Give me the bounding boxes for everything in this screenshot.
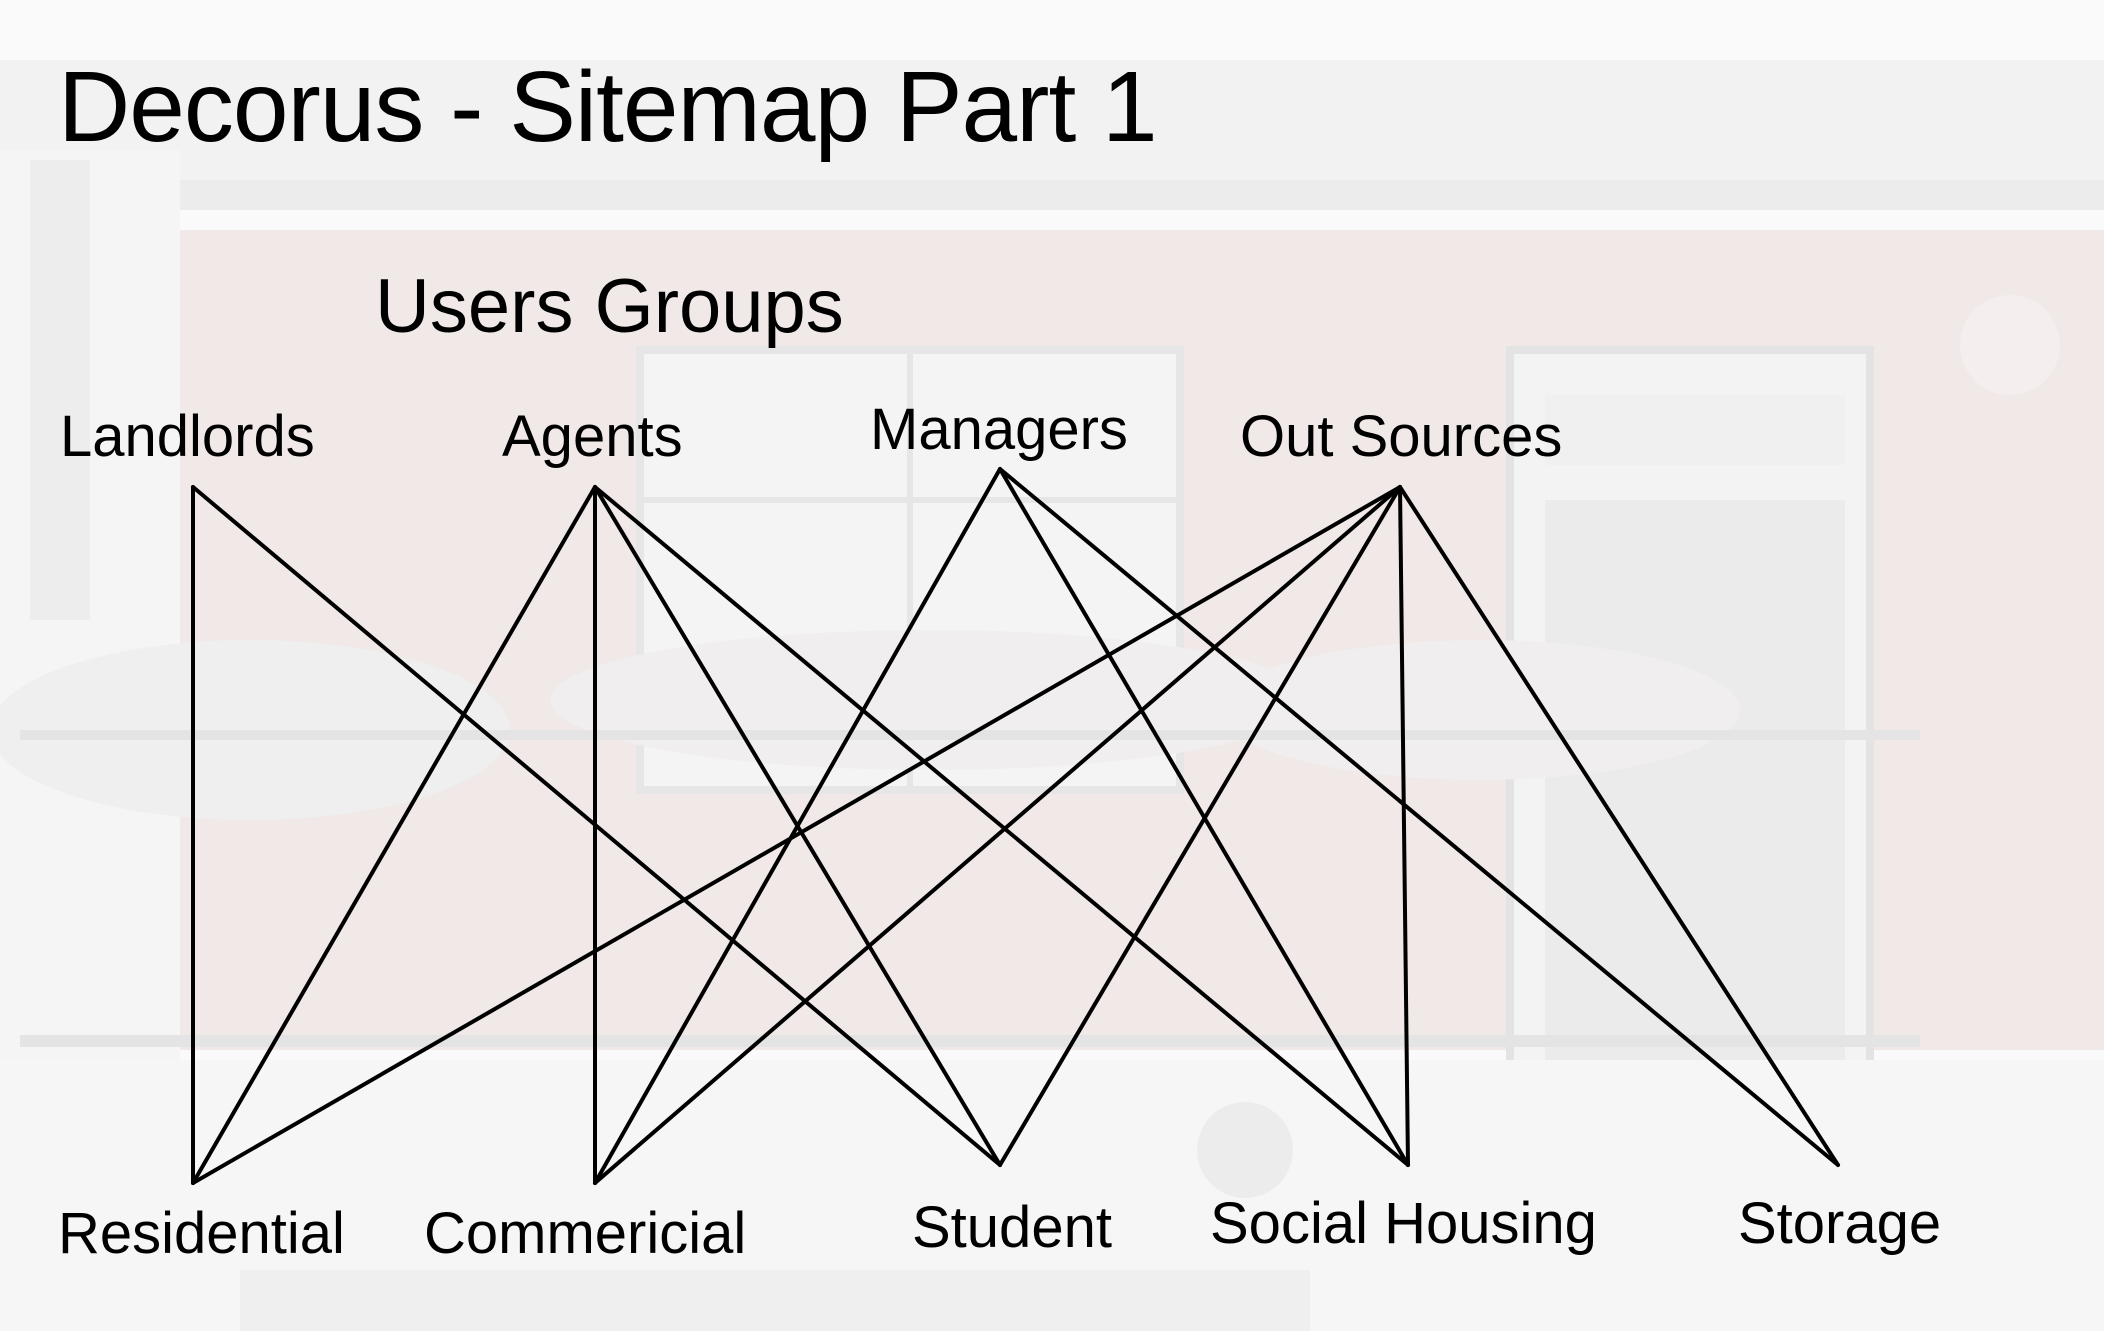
diagram-subtitle: Users Groups xyxy=(375,264,844,349)
connection-managers-to-storage xyxy=(998,467,1840,1167)
page-title: Decorus - Sitemap Part 1 xyxy=(58,51,1158,163)
connection-out_sources-to-student xyxy=(998,485,1402,1167)
node-social-housing: Social Housing xyxy=(1210,1191,1597,1256)
node-out-sources: Out Sources xyxy=(1240,404,1563,469)
node-residential: Residential xyxy=(58,1201,345,1266)
node-landlords: Landlords xyxy=(60,404,315,469)
connection-agents-to-residential xyxy=(191,485,597,1185)
node-managers: Managers xyxy=(870,397,1128,462)
connection-managers-to-commericial xyxy=(593,467,1002,1185)
connection-out_sources-to-social_housing xyxy=(1398,485,1410,1167)
node-agents: Agents xyxy=(502,404,683,469)
connection-agents-to-social_housing xyxy=(593,485,1410,1167)
node-storage: Storage xyxy=(1738,1191,1942,1256)
connection-out_sources-to-residential xyxy=(191,485,1402,1185)
node-commericial: Commericial xyxy=(424,1201,747,1266)
connection-out_sources-to-commericial xyxy=(593,485,1402,1185)
connection-out_sources-to-storage xyxy=(1398,485,1840,1167)
node-student: Student xyxy=(912,1195,1112,1260)
